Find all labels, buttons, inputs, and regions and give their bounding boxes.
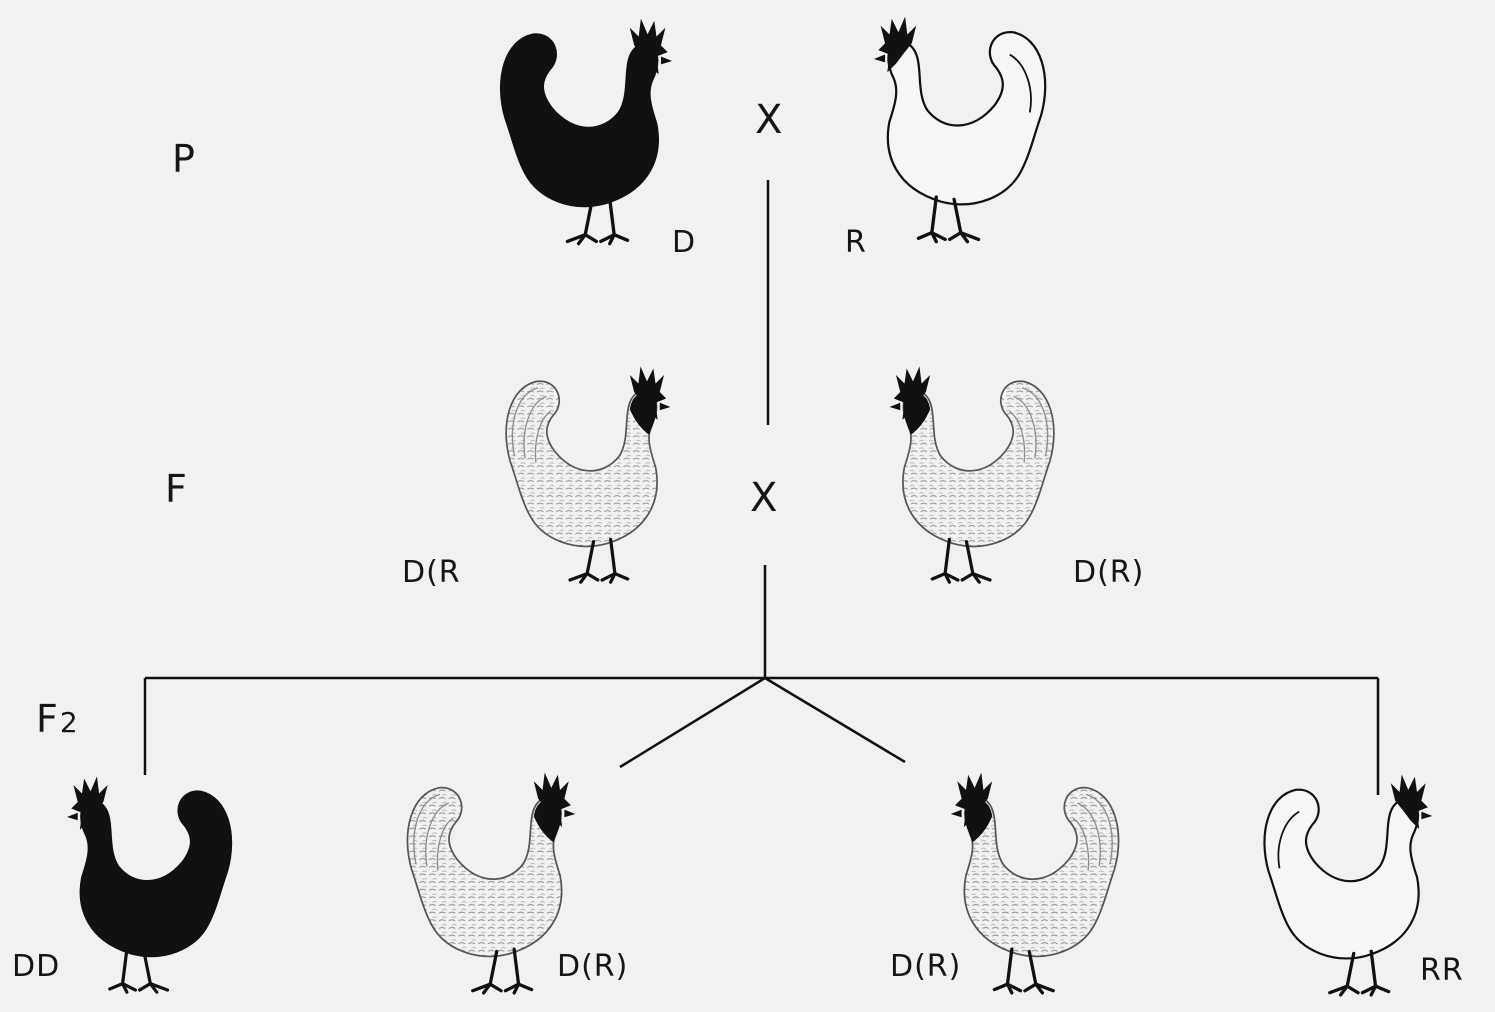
rooster-shape [407,773,575,993]
rooster-f2-mid-right-icon [922,766,1154,1006]
cross-symbol-f1: X [750,478,777,518]
rooster-p-white-icon [848,10,1078,255]
rooster-p-black-icon [468,12,698,257]
generation-label-f2: F2 [36,700,78,738]
cross-symbol-p: X [755,100,782,140]
f2-diag-right [765,678,905,762]
rooster-shape [1264,775,1432,995]
generation-label-f2-letter: F [36,697,60,741]
rooster-shape [506,366,670,582]
generation-label-f2-subscript: 2 [60,706,78,739]
generation-label-p: P [172,140,197,178]
rooster-shape [874,17,1045,242]
rooster-shape [67,776,231,992]
rooster-f1-left-icon [470,360,700,595]
rooster-shape [890,366,1054,582]
rooster-shape [501,19,672,244]
genotype-label-f1-left: D(R [402,558,461,588]
f2-diag-left [620,678,765,767]
rooster-f2-white-icon [1225,768,1465,1008]
rooster-shape [951,773,1119,993]
rooster-f2-mid-left-icon [372,766,604,1006]
rooster-f1-right-icon [860,360,1090,595]
rooster-f2-black-icon [35,770,270,1005]
generation-label-f1: F [165,470,189,508]
